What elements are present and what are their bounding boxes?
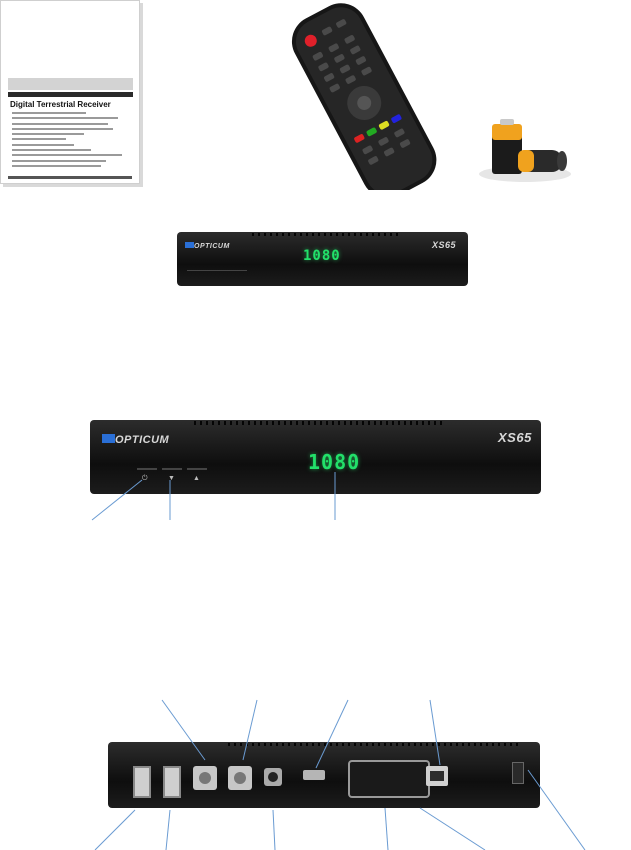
callout-dc-power xyxy=(272,809,276,850)
callout-usb-1 xyxy=(94,809,136,850)
hdmi-port[interactable] xyxy=(303,770,325,780)
antenna-in-port[interactable] xyxy=(193,766,217,790)
remote-power-icon xyxy=(304,34,317,47)
receiver-front-small: OPTICUM 1080 XS65 xyxy=(177,232,468,286)
batteries xyxy=(479,119,571,182)
callout-antenna-in xyxy=(161,699,206,761)
callout-ethernet xyxy=(429,699,441,766)
power-switch[interactable] xyxy=(512,762,524,784)
dc-power-port[interactable] xyxy=(264,768,282,786)
receiver-front-large: OPTICUM ⏻ ▼ ▲ 1080 XS65 xyxy=(90,420,541,494)
callout-power-switch xyxy=(527,769,586,850)
channel-down-icon[interactable]: ▼ xyxy=(168,475,175,482)
manual-feature-list xyxy=(12,112,132,167)
antenna-out-port[interactable] xyxy=(228,766,252,790)
front-display: 1080 xyxy=(308,450,361,474)
manual-footer xyxy=(8,176,132,179)
model-badge: XS65 xyxy=(498,430,532,445)
usb-port-2[interactable] xyxy=(163,766,181,798)
front-display: 1080 xyxy=(303,248,341,264)
channel-up-icon[interactable]: ▲ xyxy=(193,475,200,482)
manual-header-band xyxy=(8,78,133,90)
manual-title: Digital Terrestrial Receiver xyxy=(10,100,111,109)
battery-icon xyxy=(518,150,567,172)
usb-port-1[interactable] xyxy=(133,766,151,798)
battery-icon xyxy=(492,119,522,174)
callout-hdmi xyxy=(315,699,349,769)
manual-header-rule xyxy=(8,92,133,97)
callout-power xyxy=(91,479,143,521)
remote-control xyxy=(291,3,437,190)
model-badge: XS65 xyxy=(432,240,457,250)
power-button-icon[interactable]: ⏻ xyxy=(142,475,148,482)
receiver-rear xyxy=(108,742,540,808)
callout-audio xyxy=(419,807,486,850)
callout-usb-2 xyxy=(165,809,171,850)
callout-antenna-out xyxy=(242,699,258,761)
brand-logo: OPTICUM xyxy=(185,242,230,250)
callout-scart xyxy=(384,807,389,850)
ethernet-port[interactable] xyxy=(426,766,448,786)
user-manual: Digital Terrestrial Receiver xyxy=(0,0,140,184)
brand-logo: OPTICUM xyxy=(102,434,169,446)
